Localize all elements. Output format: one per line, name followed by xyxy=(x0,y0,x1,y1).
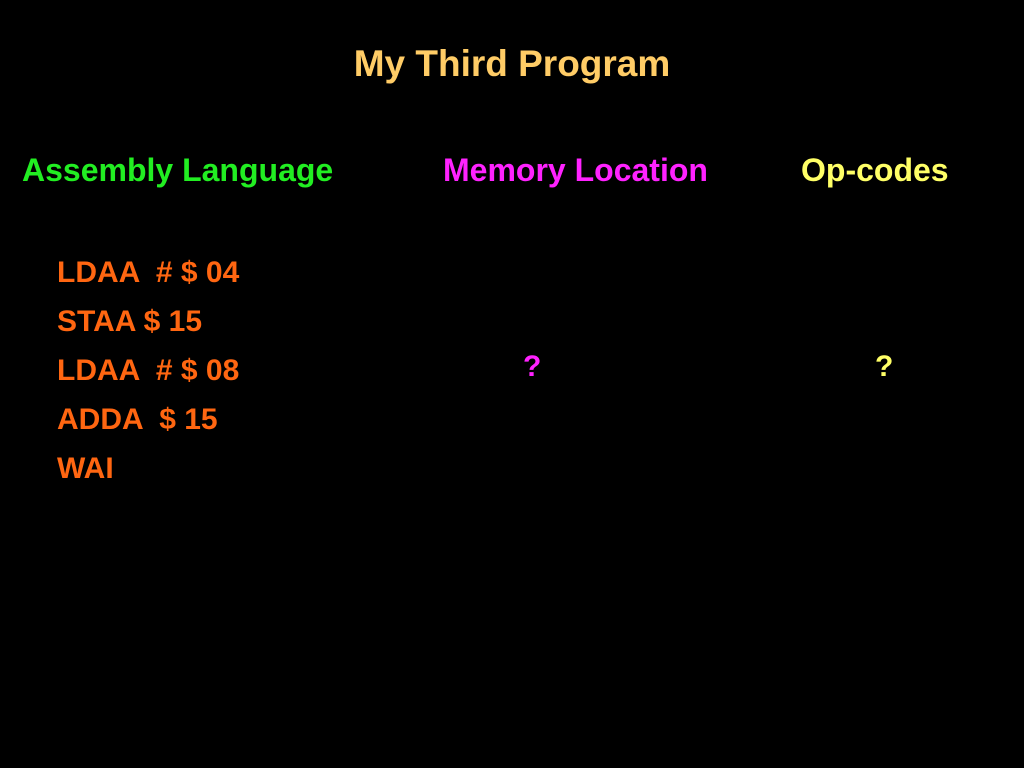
memory-location-header: Memory Location xyxy=(443,152,708,188)
slide-title: My Third Program xyxy=(353,43,671,84)
code-line: WAI xyxy=(57,452,114,485)
code-line: ADDA $ 15 xyxy=(57,403,218,436)
assembly-language-header: Assembly Language xyxy=(22,152,334,188)
memory-location-placeholder: ? xyxy=(523,350,542,383)
code-line: LDAA # $ 08 xyxy=(57,354,240,387)
opcode-placeholder: ? xyxy=(875,350,894,383)
code-line: LDAA # $ 04 xyxy=(57,256,240,289)
assembly-code-list: LDAA # $ 04 STAA $ 15 LDAA # $ 08 ADDA $… xyxy=(57,248,239,493)
opcodes-header: Op-codes xyxy=(801,152,949,188)
code-line: STAA $ 15 xyxy=(57,305,203,338)
